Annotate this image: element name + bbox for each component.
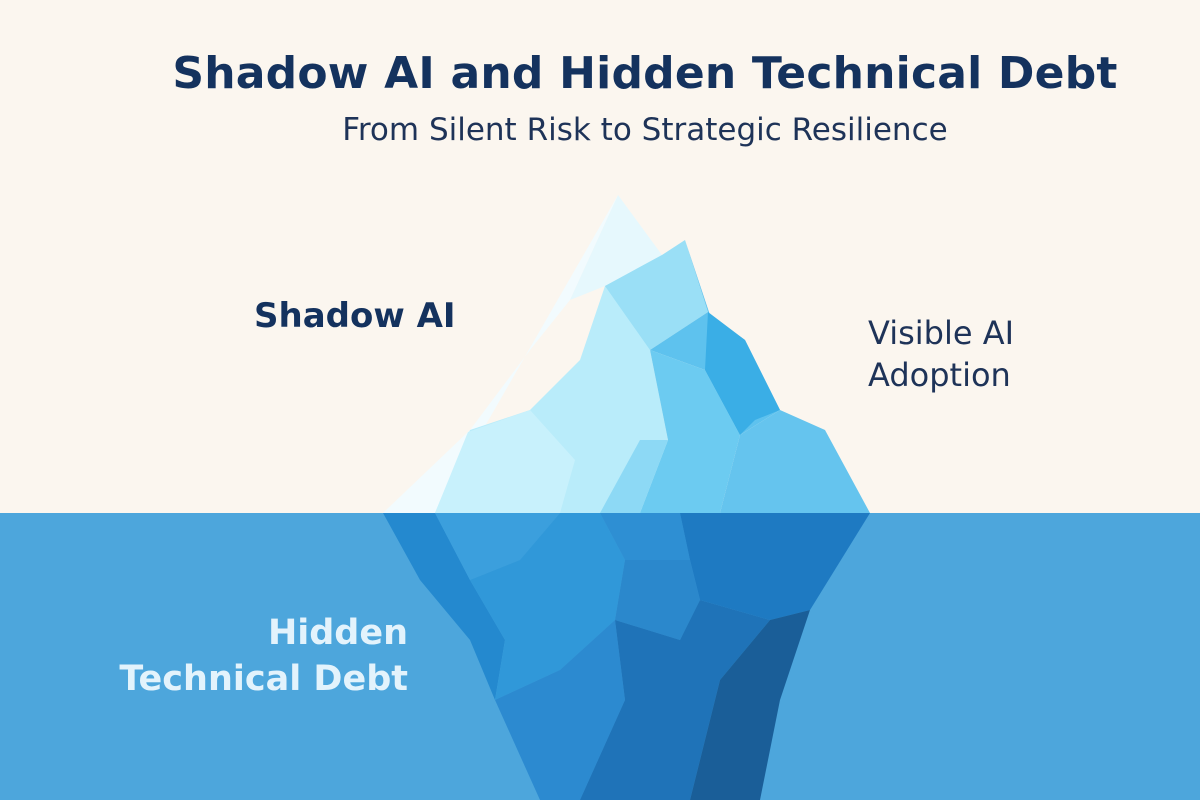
tip-facet-right-dark	[705, 312, 780, 435]
submerged-facet-center-low	[615, 560, 700, 640]
iceberg-tip	[383, 195, 870, 513]
iceberg-submerged	[383, 513, 870, 800]
submerged-facet-bottom-left	[495, 620, 625, 800]
tip-facet-center	[605, 240, 708, 350]
label-hidden-line-2: Technical Debt	[119, 659, 408, 699]
page-title: Shadow AI and Hidden Technical Debt	[172, 48, 1118, 99]
tip-facet-bottom-light	[600, 440, 668, 513]
tip-facet-right-lower	[720, 410, 870, 513]
submerged-facet-right-low	[580, 600, 770, 800]
submerged-facet-right	[680, 513, 870, 620]
tip-facet-peak-white	[570, 195, 662, 300]
submerged-facet-center	[600, 513, 690, 560]
label-hidden-line-1: Hidden	[267, 613, 408, 653]
label-visible-ai-adoption: Visible AI Adoption	[868, 312, 1014, 396]
page-subtitle: From Silent Risk to Strategic Resilience	[342, 112, 948, 148]
tip-facet-center-lower	[640, 350, 740, 513]
submerged-facet-left-mid	[435, 513, 560, 580]
tip-facet-left-inner	[435, 410, 575, 513]
submerged-facet-deep	[690, 610, 810, 800]
label-hidden-technical-debt: Hidden Technical Debt	[108, 610, 408, 702]
label-shadow-ai: Shadow AI	[254, 296, 456, 336]
label-visible-line-2: Adoption	[868, 356, 1011, 394]
submerged-facet-mid	[470, 513, 625, 700]
submerged-facet-left	[383, 513, 505, 700]
label-visible-line-1: Visible AI	[868, 314, 1015, 352]
